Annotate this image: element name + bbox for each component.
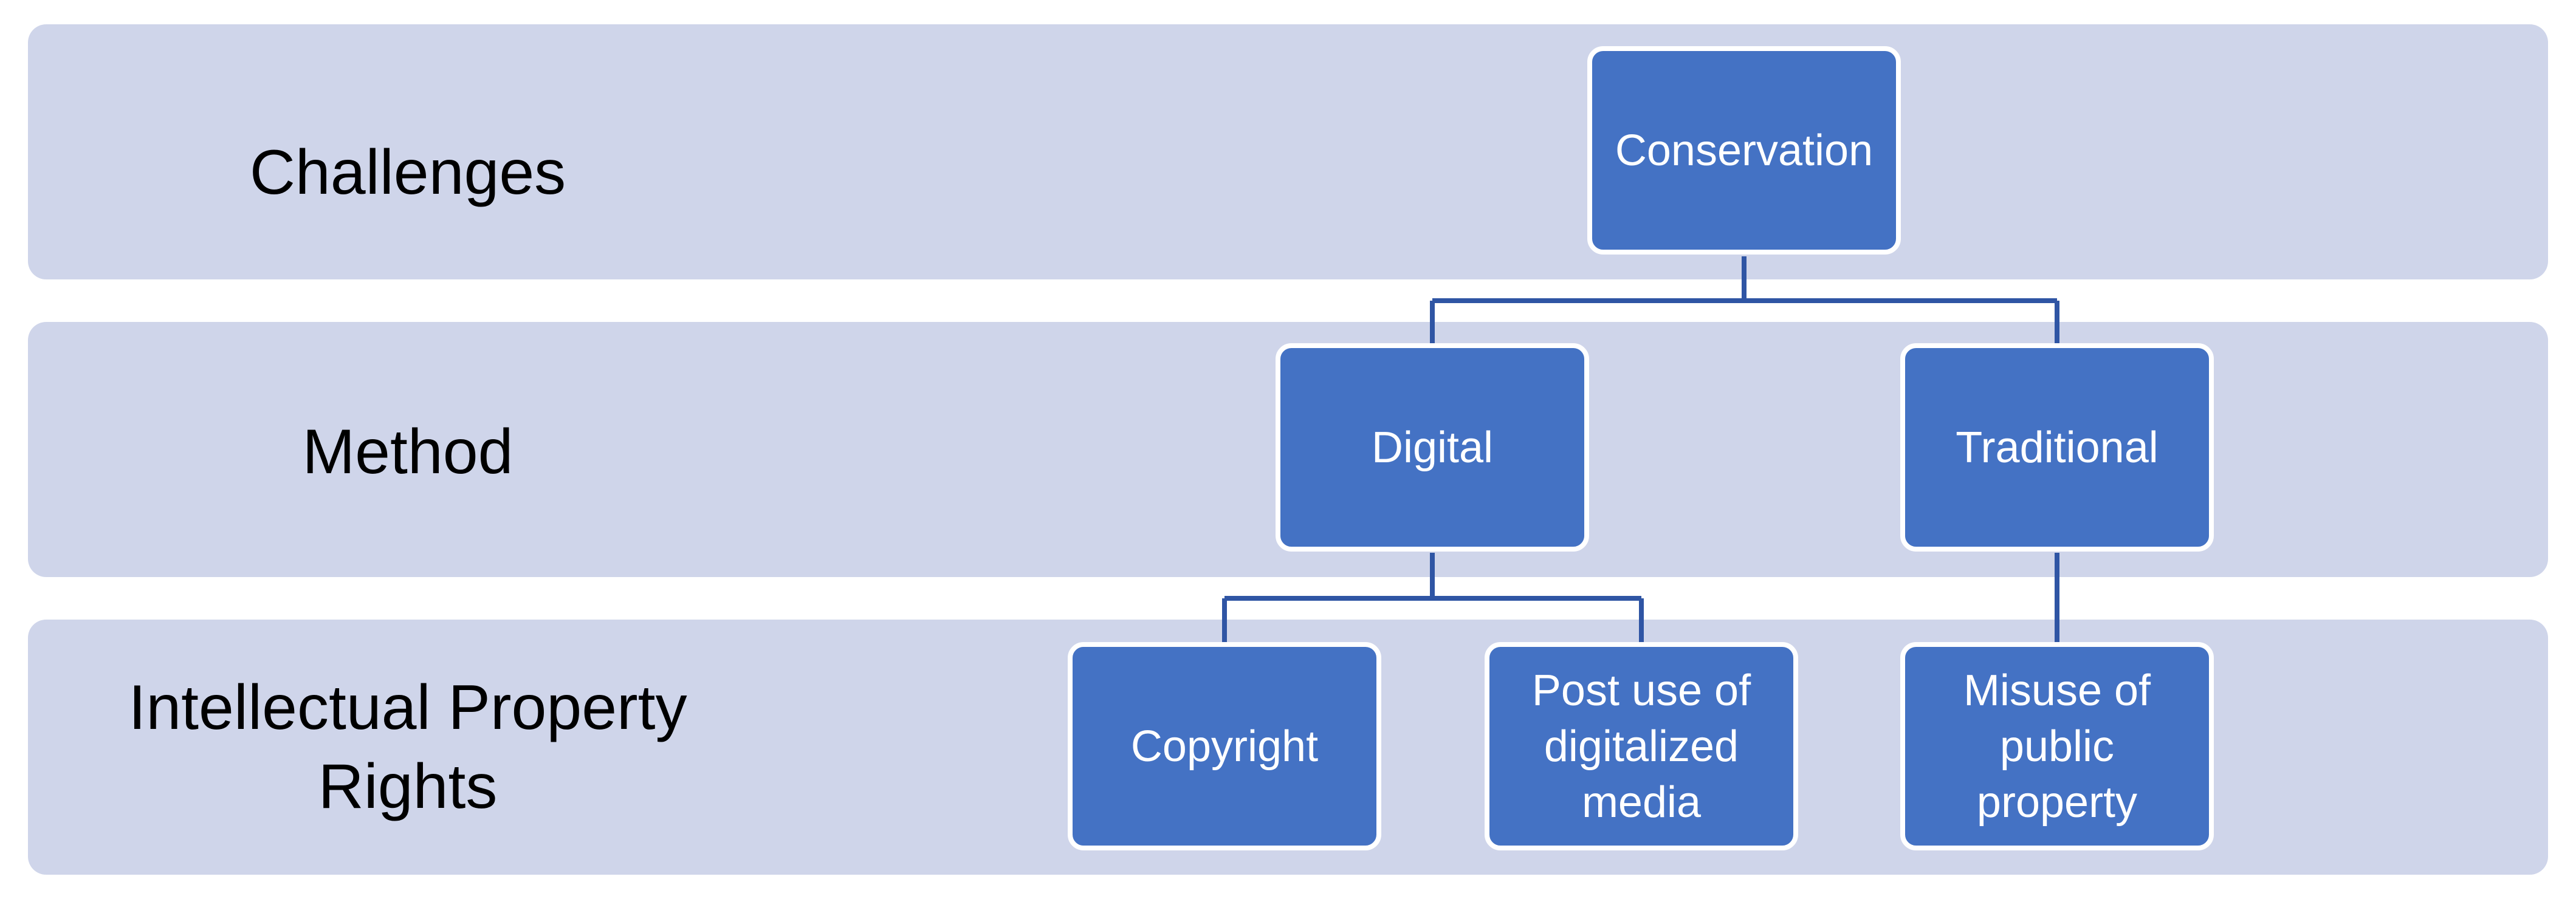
node-label: Misuse of public property — [1963, 666, 2151, 827]
node-conservation: Conservation — [1587, 46, 1901, 255]
connector-digital-copyright-postuse — [1222, 553, 1644, 643]
node-label: Traditional — [1956, 423, 2159, 472]
node-label: Post use of digitalized media — [1531, 666, 1751, 827]
band-label-ipr: Intellectual Property Rights — [128, 672, 687, 822]
band-label-challenges: Challenges — [249, 137, 566, 208]
band-challenges: Challenges — [28, 24, 2548, 279]
node-label: Copyright — [1130, 722, 1319, 771]
node-copyright: Copyright — [1068, 642, 1381, 850]
node-post-use: Post use of digitalized media — [1485, 642, 1798, 850]
band-label-method: Method — [302, 417, 513, 487]
node-misuse: Misuse of public property — [1900, 642, 2214, 850]
node-label: Digital — [1371, 423, 1494, 472]
node-digital: Digital — [1276, 343, 1589, 552]
connector-conservation-digital-traditional — [1430, 256, 2059, 344]
node-traditional: Traditional — [1900, 343, 2214, 552]
node-label: Conservation — [1615, 126, 1874, 175]
